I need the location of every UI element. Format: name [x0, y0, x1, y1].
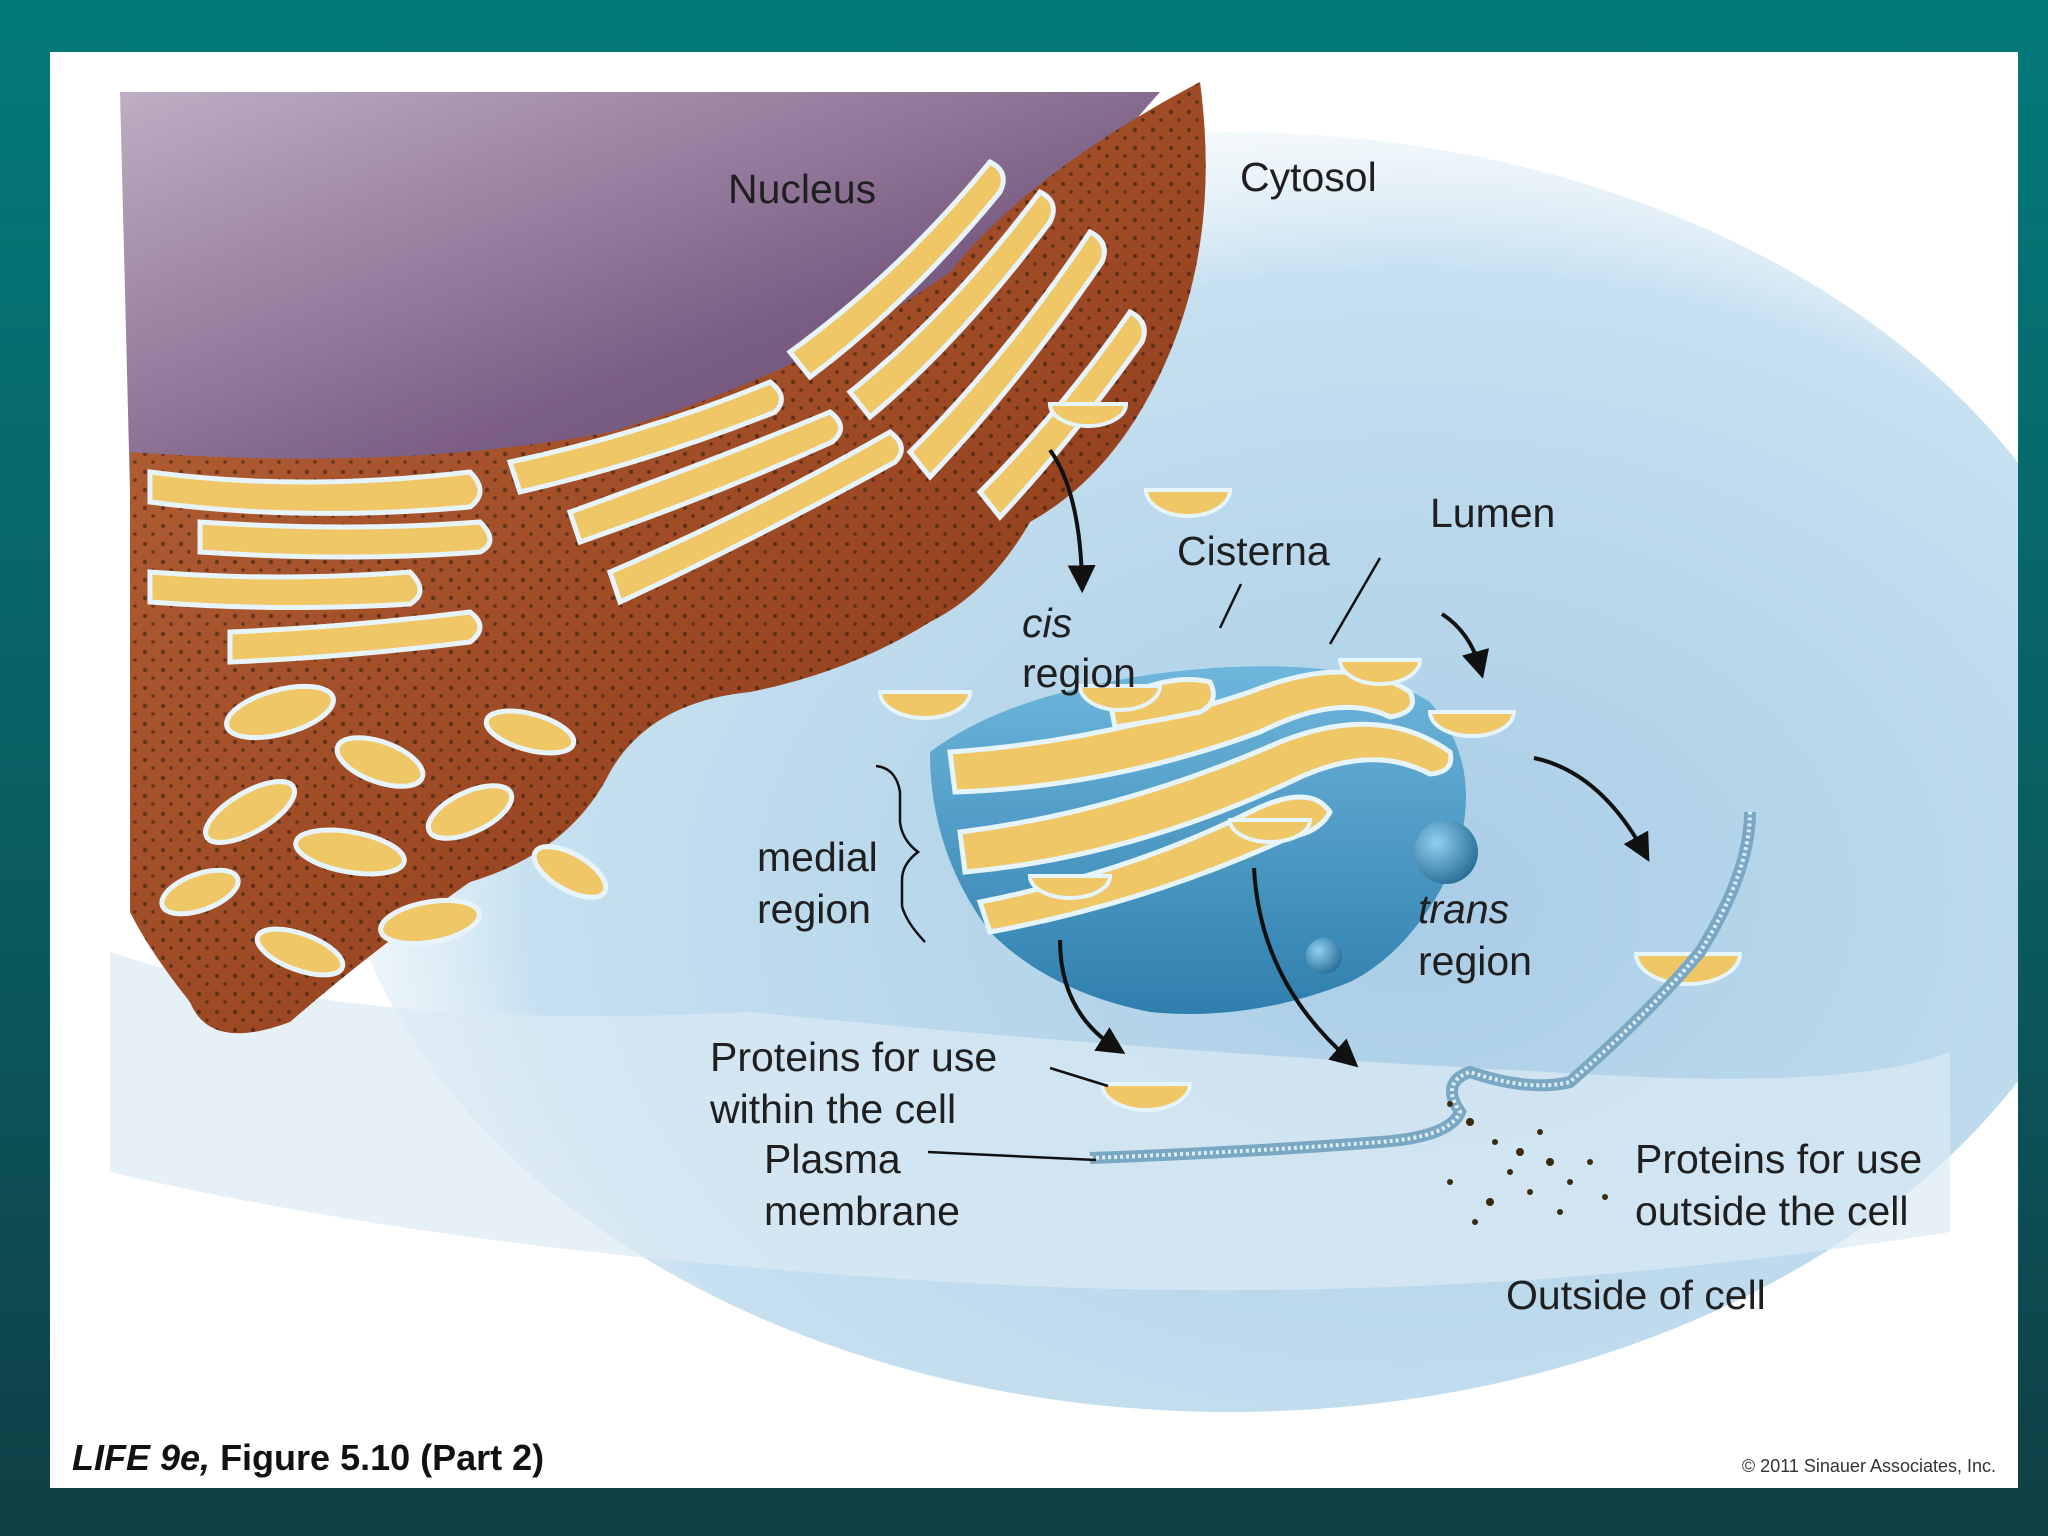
label-membrane: membrane — [764, 1188, 960, 1234]
label-cytosol: Cytosol — [1240, 154, 1377, 200]
secreted-proteins — [1447, 1101, 1608, 1225]
figure-slide: Nucleus Cytosol Lumen Cisterna cis regio… — [50, 52, 2018, 1488]
label-cis-region: region — [1022, 650, 1136, 696]
nucleus-region — [120, 92, 1160, 492]
label-nucleus: Nucleus — [728, 166, 877, 212]
label-proteins-within-1: Proteins for use — [710, 1034, 998, 1080]
golgi-illustration — [110, 82, 2018, 1412]
label-proteins-outside-2: outside the cell — [1635, 1188, 1909, 1234]
label-lumen: Lumen — [1430, 490, 1556, 536]
label-proteins-within-2: within the cell — [710, 1086, 957, 1132]
er-cisternae — [147, 158, 1147, 978]
label-medial: medial — [757, 834, 878, 880]
label-proteins-outside-1: Proteins for use — [1635, 1136, 1923, 1182]
copyright-notice: © 2011 Sinauer Associates, Inc. — [1741, 1456, 1996, 1476]
leader-lines — [875, 557, 1382, 1162]
label-outside-of-cell: Outside of cell — [1506, 1272, 1766, 1318]
figure-number: Figure 5.10 (Part 2) — [220, 1437, 545, 1478]
transport-arrows — [1048, 448, 1650, 1068]
label-trans: trans — [1418, 886, 1510, 932]
book-title: LIFE 9e, — [72, 1437, 211, 1478]
figure-caption: LIFE 9e, Figure 5.10 (Part 2) — [72, 1437, 544, 1479]
transport-vesicles — [877, 402, 1743, 1112]
label-medial-region: region — [757, 886, 871, 932]
label-trans-region: region — [1418, 938, 1532, 984]
label-plasma: Plasma — [764, 1136, 901, 1182]
label-cis: cis — [1022, 600, 1073, 646]
label-cisterna: Cisterna — [1177, 528, 1330, 574]
